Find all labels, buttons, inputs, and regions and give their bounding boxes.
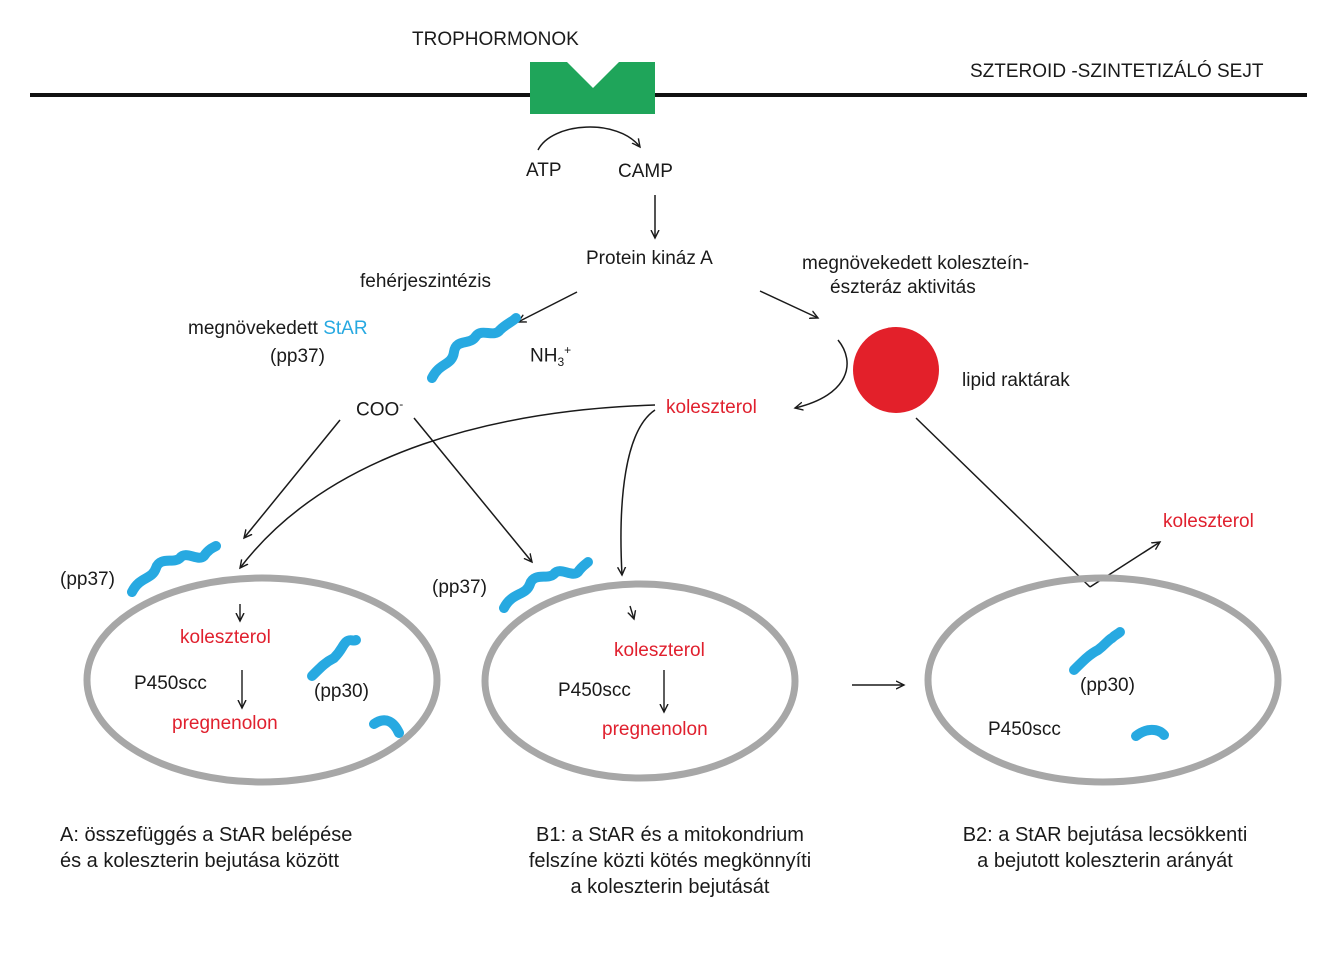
atp-label: ATP — [526, 160, 562, 181]
nh3-subscript: 3 — [557, 355, 565, 370]
caption-b2: B2: a StAR bejutása lecsökkenti a bejuto… — [920, 822, 1290, 874]
esterase-label-line1: megnövekedett koleszteín- — [802, 253, 1030, 274]
coo-superscript: - — [399, 397, 404, 411]
star-increase-label: megnövekedett StAR — [188, 318, 368, 340]
star-protein-icon — [427, 313, 521, 383]
lipid-cholesterol-arrow — [795, 339, 848, 408]
a-product-label: pregnenolon — [172, 713, 278, 734]
cholesterol-label: koleszterol — [666, 397, 757, 418]
lipid-stores-label: lipid raktárak — [962, 370, 1070, 391]
coo-to-b1-arrow — [413, 417, 532, 562]
mitochondrion-a — [83, 574, 441, 786]
protein-synthesis-label: fehérjeszintézis — [360, 271, 491, 292]
esterase-label-line2: észteráz aktivitás — [830, 277, 976, 298]
b1-pp37-label: (pp37) — [432, 577, 487, 598]
star-fragment-b2-icon — [1131, 724, 1169, 741]
b1-product-label: pregnenolon — [602, 719, 708, 740]
a-pp37-label: (pp37) — [60, 569, 115, 590]
coo-label: COO- — [356, 393, 403, 421]
receptor-label: TROPHORMONOK — [412, 29, 579, 50]
b2-cholesterol-label: koleszterol — [1163, 511, 1254, 532]
lipid-to-b2-line — [915, 417, 1091, 588]
pka-esterase-arrow — [759, 290, 818, 318]
caption-b2-line1: B2: a StAR bejutása lecsökkenti — [962, 824, 1248, 846]
cholesterol-to-b1-arrow — [621, 409, 656, 575]
star-prefix: megnövekedett — [188, 318, 324, 339]
star-pp30-b2-icon — [1069, 627, 1125, 675]
caption-a: A: összefüggés a StAR belépése és a kole… — [60, 822, 352, 874]
star-pp37-b1-icon — [499, 557, 593, 613]
caption-a-line1: A: összefüggés a StAR belépése — [60, 824, 353, 846]
mitochondrion-b1 — [481, 580, 799, 782]
caption-b1-line1: B1: a StAR és a mitokondrium — [536, 824, 804, 846]
coo-to-a-arrow — [244, 419, 341, 538]
a-pp30-label: (pp30) — [314, 681, 369, 702]
b2-enzyme-label: P450scc — [988, 719, 1061, 740]
caption-b1-line2: felszíne közti kötés megkönnyíti — [528, 850, 812, 872]
a-enzyme-label: P450scc — [134, 673, 207, 694]
star-fragment-a-icon — [369, 715, 404, 738]
star-pp37-a-icon — [127, 541, 221, 597]
b2-pp30-label: (pp30) — [1080, 675, 1135, 696]
star-pp37-label: (pp37) — [270, 346, 325, 367]
mitochondrion-b2 — [924, 574, 1282, 786]
nh3-superscript: + — [564, 343, 572, 357]
lipid-droplet — [853, 327, 939, 413]
pka-star-arrow — [518, 291, 578, 322]
star-name: StAR — [323, 318, 368, 339]
atp-camp-arrow — [537, 126, 640, 151]
nh3-label: NH3+ — [530, 339, 571, 373]
pka-label: Protein kináz A — [586, 248, 713, 269]
camp-label: CAMP — [618, 161, 673, 182]
a-cholesterol-label: koleszterol — [180, 627, 271, 648]
caption-b2-line2: a bejutott koleszterin arányát — [977, 850, 1233, 872]
caption-b1-line3: a koleszterin bejutását — [570, 876, 770, 898]
star-pp30-a-icon — [307, 635, 361, 681]
caption-b1: B1: a StAR és a mitokondrium felszíne kö… — [490, 822, 850, 900]
receptor-icon — [530, 62, 655, 114]
coo-text: COO — [356, 399, 400, 421]
cholesterol-to-a-arrow — [240, 404, 656, 568]
b1-entry-arrow — [630, 605, 634, 619]
b1-cholesterol-label: koleszterol — [614, 640, 705, 661]
cell-label: SZTEROID -SZINTETIZÁLÓ SEJT — [970, 61, 1264, 82]
caption-a-line2: és a koleszterin bejutása között — [60, 850, 340, 872]
nh3-text: NH — [530, 345, 558, 367]
b1-enzyme-label: P450scc — [558, 680, 631, 701]
